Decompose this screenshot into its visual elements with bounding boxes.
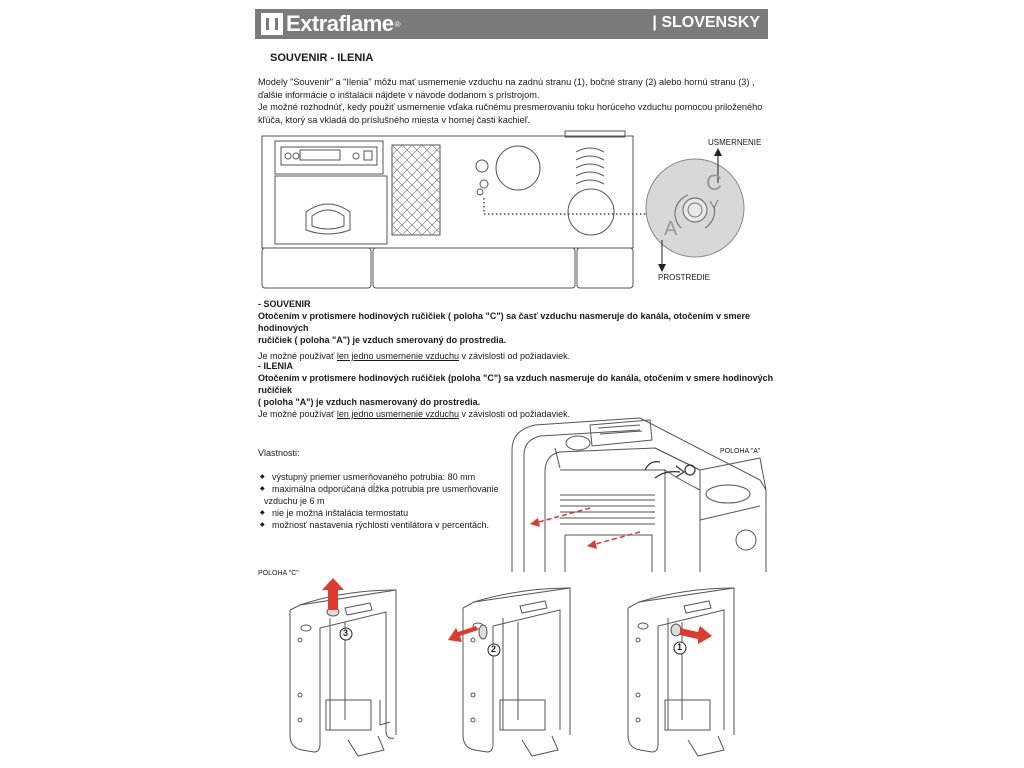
brand-logo: Extraflame ® xyxy=(261,11,400,37)
ilenia-heading: - ILENIA xyxy=(258,361,293,371)
intro-line: kľúča, ktorý sa vkladá do príslušného mi… xyxy=(258,114,530,125)
letter-a: A xyxy=(664,218,678,240)
ilenia-section: - ILENIA Otočením v protismere hodinovýc… xyxy=(258,360,778,420)
souvenir-note: Je možné používať len jedno usmernenie v… xyxy=(258,350,778,362)
letter-c: C xyxy=(706,170,722,195)
intro-line: Modely "Souvenir" a "Ilenia" môžu mať us… xyxy=(258,77,755,87)
properties-title: Vlastnosti: xyxy=(258,448,300,458)
outlet-number-1: 1 xyxy=(677,642,683,652)
note-text: v závislosti od požiadaviek. xyxy=(459,351,571,361)
souvenir-text: Otočením v protismere hodinových ručičie… xyxy=(258,311,750,333)
logo-mark-icon xyxy=(261,13,283,35)
note-underlined: len jedno usmernenie vzduchu xyxy=(336,409,460,419)
list-item: maximálna odporúčaná dĺžka potrubia pre … xyxy=(258,483,518,495)
note-underlined: len jedno usmernenie vzduchu xyxy=(336,351,460,361)
label-poloha-a: POLOHA "A" xyxy=(720,448,761,455)
ilenia-note: Je možné používať len jedno usmernenie v… xyxy=(258,408,778,420)
intro-paragraph: Modely "Souvenir" a "Ilenia" môžu mať us… xyxy=(258,76,778,126)
outlet-number-3: 3 xyxy=(343,628,349,638)
note-text: v závislosti od požiadaviek. xyxy=(459,409,571,419)
label-usmernenie: USMERNENIE xyxy=(708,138,762,147)
list-item: možnosť nastavenia rýchlosti ventilátora… xyxy=(258,519,518,531)
list-item: vzduchu je 6 m xyxy=(264,496,325,506)
label-poloha-c: POLOHA "C" xyxy=(258,570,299,577)
souvenir-heading: - SOUVENIR xyxy=(258,299,311,309)
label-prostredie: PROSTREDIE xyxy=(658,273,711,282)
page-title: SOUVENIR - ILENIA xyxy=(270,52,374,64)
note-text: Je možné používať xyxy=(258,409,337,419)
list-item: nie je možná inštalácia termostatu xyxy=(258,507,518,519)
intro-line: Je možné rozhodnúť, kedy použiť usmernen… xyxy=(258,102,763,112)
intro-line: ďalšie informácie o inštalácii nájdete v… xyxy=(258,89,540,100)
ilenia-text: Otočením v protismere hodinových ručičie… xyxy=(258,373,774,395)
brand-name: Extraflame xyxy=(286,11,394,36)
registered-mark: ® xyxy=(394,19,401,29)
language-label: | SLOVENSKY xyxy=(652,14,760,31)
souvenir-section: - SOUVENIR Otočením v protismere hodinov… xyxy=(258,298,778,362)
header-banner: Extraflame ® | SLOVENSKY xyxy=(255,9,768,39)
ilenia-text: ( poloha "A") je vzduch nasmerovaný do p… xyxy=(258,397,481,407)
outlet-number-2: 2 xyxy=(491,644,497,654)
properties-list: Vlastnosti: výstupný priemer usmerňované… xyxy=(258,447,518,531)
souvenir-text: ručičiek ( poloha "A") je vzduch smerova… xyxy=(258,335,507,345)
list-item: výstupný priemer usmerňovaného potrubia:… xyxy=(258,471,518,483)
note-text: Je možné používať xyxy=(258,351,337,361)
